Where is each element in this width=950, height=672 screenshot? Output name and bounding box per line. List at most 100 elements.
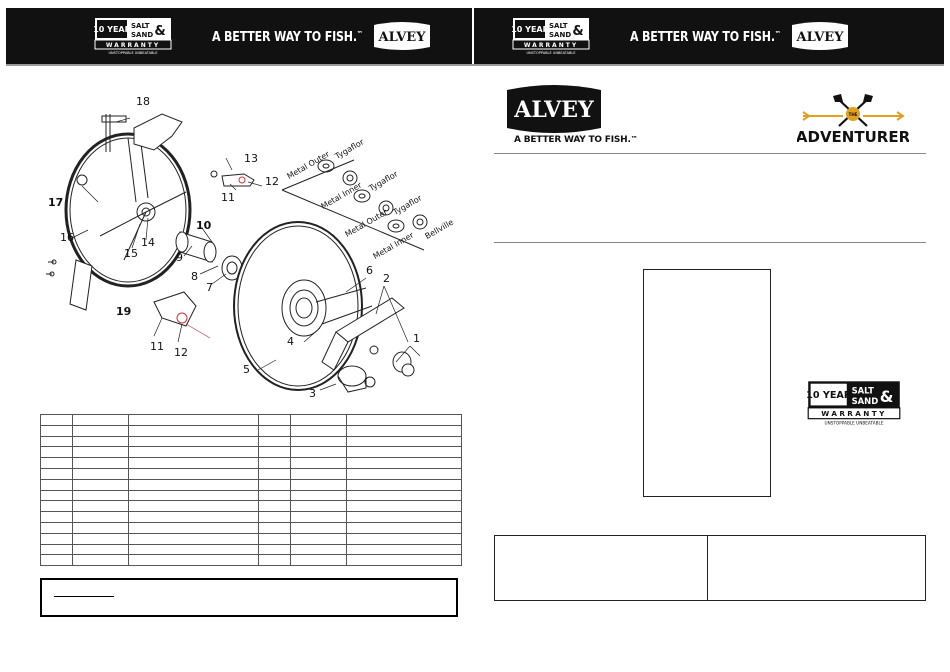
table-cell [346,478,462,491]
callout-9: 9 [176,251,183,264]
info-box-divider [707,536,708,600]
table-cell [290,500,347,513]
table-cell [72,511,129,523]
table-cell [72,478,129,491]
callout-3: 3 [309,387,316,400]
svg-text:10 YEAR: 10 YEAR [94,25,131,34]
table-cell [128,500,259,513]
top-banner-left: 10 YEAR SALT SAND & WARRANTY UNSTOPPABLE… [6,8,472,64]
table-cell [40,424,73,437]
table-row [40,500,462,513]
svg-text:SAND: SAND [549,31,571,39]
banner-tagline: A BETTER WAY TO FISH.™ [212,30,363,45]
svg-text:WARRANTY: WARRANTY [524,42,578,49]
table-cell [72,424,129,437]
table-cell [258,467,291,480]
table-cell [290,521,347,534]
callout-11: 11 [221,191,235,204]
callout-12: 12 [265,175,279,188]
table-cell [128,446,259,459]
table-cell [346,521,462,534]
divider-bottom [494,242,926,243]
table-cell [72,521,129,534]
table-cell [72,532,129,545]
table-cell [346,554,462,567]
table-cell [290,435,347,448]
warranty-badge-icon: 10 YEAR SALT SAND & WARRANTY UNSTOPPABLE… [807,381,901,426]
table-cell [128,414,259,426]
table-cell [40,457,73,469]
callout-7: 7 [206,281,213,294]
adventurer-logo-icon: THE ADVENTURER [797,94,909,146]
table-cell [290,554,347,567]
parts-table-body [40,414,462,567]
svg-text:10 YEAR: 10 YEAR [512,25,549,34]
table-cell [258,446,291,459]
table-cell [128,478,259,491]
callout-16: 16 [60,231,74,244]
table-cell [72,543,129,556]
table-cell [72,489,129,502]
table-cell [72,414,129,426]
table-cell [40,446,73,459]
table-cell [258,500,291,513]
table-cell [40,511,73,523]
svg-text:UNSTOPPABLE UNBEATABLE: UNSTOPPABLE UNBEATABLE [526,51,575,55]
table-cell [72,554,129,567]
table-cell [72,500,129,513]
banner-shadow [6,64,944,66]
table-cell [128,532,259,545]
info-box [494,535,926,601]
table-cell [258,554,291,567]
callout-17: 17 [48,196,64,209]
callout-1: 1 [413,332,420,345]
banner-tagline: A BETTER WAY TO FISH.™ [630,30,781,45]
note-box [40,578,458,617]
table-cell [290,511,347,523]
table-cell [290,543,347,556]
alvey-logo-icon: ALVEY [792,22,848,50]
table-cell [346,446,462,459]
table-cell [40,500,73,513]
table-cell [128,554,259,567]
table-row [40,478,462,491]
svg-text:SALT: SALT [852,385,875,395]
table-cell [72,457,129,469]
svg-text:ADVENTURER: ADVENTURER [797,128,909,146]
alvey-brand-logo-icon: ALVEY [507,85,601,133]
table-cell [258,435,291,448]
divider-top [494,153,926,154]
table-cell [258,424,291,437]
table-cell [258,414,291,426]
table-cell [40,521,73,534]
table-row [40,457,462,469]
table-row [40,424,462,437]
table-cell [40,554,73,567]
table-row [40,414,462,426]
svg-text:&: & [572,24,583,39]
table-cell [290,467,347,480]
table-row [40,532,462,545]
table-cell [72,435,129,448]
svg-text:&: & [154,24,165,39]
table-cell [346,467,462,480]
table-cell [128,543,259,556]
table-cell [346,435,462,448]
table-cell [258,532,291,545]
table-row [40,521,462,534]
note-underline [54,596,114,597]
table-cell [40,414,73,426]
warranty-badge-icon: 10 YEAR SALT SAND & WARRANTY UNSTOPPABLE… [94,18,172,55]
table-cell [40,478,73,491]
svg-text:10 YEAR: 10 YEAR [807,390,852,401]
table-cell [128,457,259,469]
callout-19: 19 [116,305,132,318]
table-cell [290,489,347,502]
svg-text:THE: THE [849,112,858,117]
callout-6: 6 [366,264,373,277]
svg-text:SALT: SALT [549,22,568,30]
svg-text:SALT: SALT [131,22,150,30]
table-row [40,511,462,523]
table-row [40,435,462,448]
svg-text:WARRANTY: WARRANTY [106,42,160,49]
